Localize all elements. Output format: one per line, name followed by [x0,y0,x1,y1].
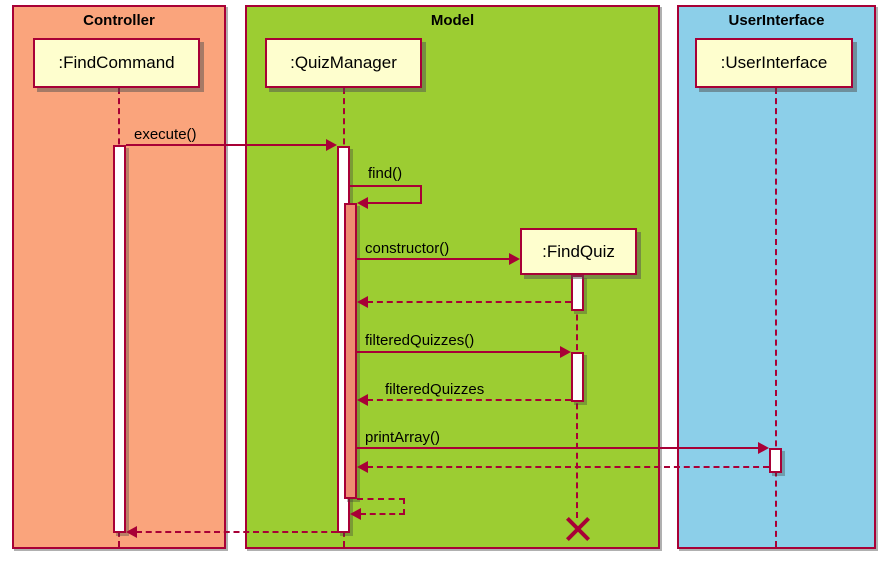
message-line-execute [126,144,327,146]
message-line-printarray [357,447,759,449]
participant-label-quizmanager: :QuizManager [290,53,397,72]
message-line-filteredquizzes-return [367,399,571,401]
participant-box-quizmanager: :QuizManager [265,38,422,88]
message-label-execute: execute() [134,126,197,143]
arrowhead-right-icon [326,139,337,151]
message-label-filteredquizzes-call: filteredQuizzes() [365,332,475,349]
arrowhead-right-icon [560,346,571,358]
partition-title-controller: Controller [83,12,155,29]
activation-userinterface [769,448,782,473]
message-line-find-top [350,185,422,187]
activation-findcommand [113,145,126,533]
activation-quizmanager-nested [344,203,357,499]
message-line-return-constructor [367,301,571,303]
arrowhead-left-icon [357,296,368,308]
message-line-selfreturn-bottom [360,513,405,515]
partition-title-model: Model [430,12,475,29]
partition-title-userinterface: UserInterface [728,12,825,29]
partition-model: Model [245,5,660,549]
message-label-printarray: printArray() [365,429,441,446]
lifeline-userinterface [775,88,777,547]
activation-findquiz-constructor [571,275,584,311]
arrowhead-right-icon [758,442,769,454]
message-line-find-bottom [366,202,422,204]
message-line-return-execute [136,531,337,533]
arrowhead-left-icon [357,394,368,406]
participant-box-findquiz: :FindQuiz [520,228,637,275]
message-line-return-printarray [367,466,769,468]
activation-findquiz-filtered [571,352,584,402]
arrowhead-left-icon [126,526,137,538]
participant-box-findcommand: :FindCommand [33,38,200,88]
arrowhead-left-icon [357,461,368,473]
message-label-constructor: constructor() [365,240,450,257]
message-line-selfreturn-right [403,498,405,515]
message-line-constructor [357,258,509,260]
participant-label-findquiz: :FindQuiz [542,241,615,261]
participant-label-findcommand: :FindCommand [58,53,175,72]
message-line-find-right [420,185,422,203]
arrowhead-left-icon [350,508,361,520]
message-line-filteredquizzes-call [357,351,560,353]
message-label-find: find() [368,165,403,182]
message-label-filteredquizzes-return: filteredQuizzes [385,381,485,398]
participant-box-userinterface: :UserInterface [695,38,853,88]
participant-label-userinterface: :UserInterface [720,53,828,72]
message-line-selfreturn-top [357,498,405,500]
arrowhead-right-icon [509,253,520,265]
arrowhead-left-icon [357,197,368,209]
